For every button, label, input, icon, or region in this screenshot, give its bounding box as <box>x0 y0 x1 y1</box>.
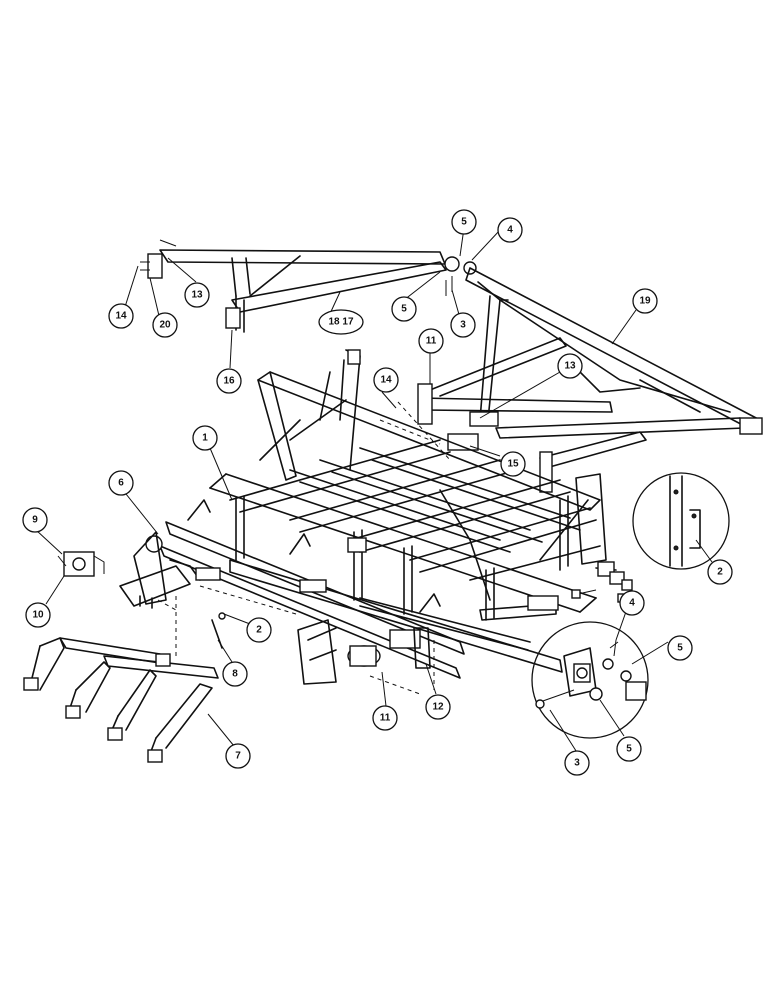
callout-5-top: 5 <box>451 209 477 235</box>
callout-12: 12 <box>425 694 451 720</box>
callout-13-right: 13 <box>557 353 583 379</box>
callout-18-17: 18 17 <box>318 309 364 335</box>
detail-view-upper <box>632 472 730 570</box>
callout-2-detail: 2 <box>707 559 733 585</box>
callout-3-top: 3 <box>450 312 476 338</box>
main-frame <box>119 349 633 685</box>
callout-12-label: 12 <box>432 702 444 713</box>
callout-9-label: 9 <box>32 515 38 526</box>
callout-5-detail-bottom: 5 <box>616 736 642 762</box>
callout-6: 6 <box>108 470 134 496</box>
callout-14-label: 14 <box>115 311 127 322</box>
callout-4-top: 4 <box>497 217 523 243</box>
callout-15-label: 15 <box>507 459 519 470</box>
callout-4-detail: 4 <box>619 590 645 616</box>
callout-8: 8 <box>222 661 248 687</box>
callout-3-detail: 3 <box>564 750 590 776</box>
callout-4-label: 4 <box>507 225 513 236</box>
callout-7-label: 7 <box>235 751 241 762</box>
callout-10-label: 10 <box>32 610 44 621</box>
callout-20: 20 <box>152 312 178 338</box>
callout-16: 16 <box>216 368 242 394</box>
hidden-lines <box>199 401 451 695</box>
callout-5-mid: 5 <box>391 296 417 322</box>
callout-3-label: 3 <box>460 320 466 331</box>
callout-13-label: 13 <box>191 290 203 301</box>
callout-2-label: 2 <box>256 625 262 636</box>
callout-10: 10 <box>25 602 51 628</box>
callout-7: 7 <box>225 743 251 769</box>
callout-18-17-label: 18 17 <box>328 317 353 328</box>
callout-2-label: 2 <box>717 567 723 578</box>
bracket-10 <box>57 551 105 577</box>
callout-4-label: 4 <box>629 598 635 609</box>
callout-5-label: 5 <box>461 217 467 228</box>
callout-2-lower: 2 <box>246 617 272 643</box>
callout-14-label: 14 <box>380 375 392 386</box>
callout-14-left: 14 <box>108 303 134 329</box>
callout-5-label: 5 <box>677 643 683 654</box>
leader-lines <box>35 227 713 755</box>
hitch-assembly <box>23 596 219 763</box>
callout-11-top: 11 <box>418 328 444 354</box>
callout-14-mid: 14 <box>373 367 399 393</box>
callout-11-label: 11 <box>380 713 391 724</box>
callout-5-label: 5 <box>626 744 632 755</box>
callout-16-label: 16 <box>223 376 235 387</box>
callout-20-label: 20 <box>159 320 171 331</box>
rear-hitch-frame <box>140 239 763 493</box>
rod-8 <box>211 612 226 649</box>
callout-5-label: 5 <box>401 304 407 315</box>
callout-9: 9 <box>22 507 48 533</box>
callout-15: 15 <box>500 451 526 477</box>
callout-11-label: 11 <box>426 336 437 347</box>
detail-view-lower <box>531 621 649 739</box>
callout-1: 1 <box>192 425 218 451</box>
callout-13-left: 13 <box>184 282 210 308</box>
callout-3-label: 3 <box>574 758 580 769</box>
callout-19-label: 19 <box>639 296 651 307</box>
callout-6-label: 6 <box>118 478 124 489</box>
callout-8-label: 8 <box>232 669 238 680</box>
callout-1-label: 1 <box>202 433 208 444</box>
callout-19: 19 <box>632 288 658 314</box>
callout-13-label: 13 <box>564 361 576 372</box>
callout-11-bottom: 11 <box>372 705 398 731</box>
callout-5-detail-right: 5 <box>667 635 693 661</box>
